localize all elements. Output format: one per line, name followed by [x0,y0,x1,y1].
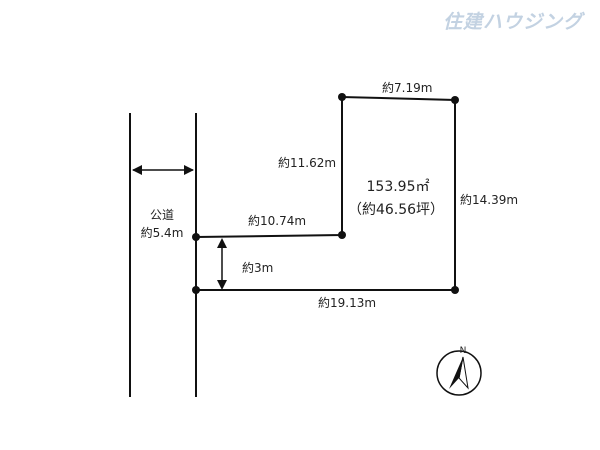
road-width-arrowhead-right [184,165,194,175]
dimension-right-label: 約14.39m [460,192,518,207]
access-width-arrowhead-bottom [217,280,227,290]
dimension-upper-left-label: 約11.62m [278,155,336,170]
boundary-point [451,286,459,294]
boundary-point [192,286,200,294]
north-label: N [460,346,467,356]
dimension-access-label: 約3m [242,260,273,275]
boundary-point [192,233,200,241]
road-width-arrowhead-left [132,165,142,175]
dimension-middle-label: 約10.74m [248,213,306,228]
boundary-point [338,231,346,239]
lot-area-tsubo-label: （約46.56坪） [348,202,444,218]
boundary-point [338,93,346,101]
boundary-point [451,96,459,104]
road-width-label: 約5.4m [141,225,184,240]
company-logo: 住建ハウジング [443,11,585,33]
dimension-top-label: 約7.19m [382,80,432,95]
north-compass-icon: N [436,346,482,396]
access-width-arrowhead-top [217,238,227,248]
road-name-label: 公道 [150,208,174,222]
lot-area-sqm-label: 153.95㎡ [367,179,430,195]
dimension-bottom-label: 約19.13m [318,295,376,310]
lot-boundary [195,95,456,291]
